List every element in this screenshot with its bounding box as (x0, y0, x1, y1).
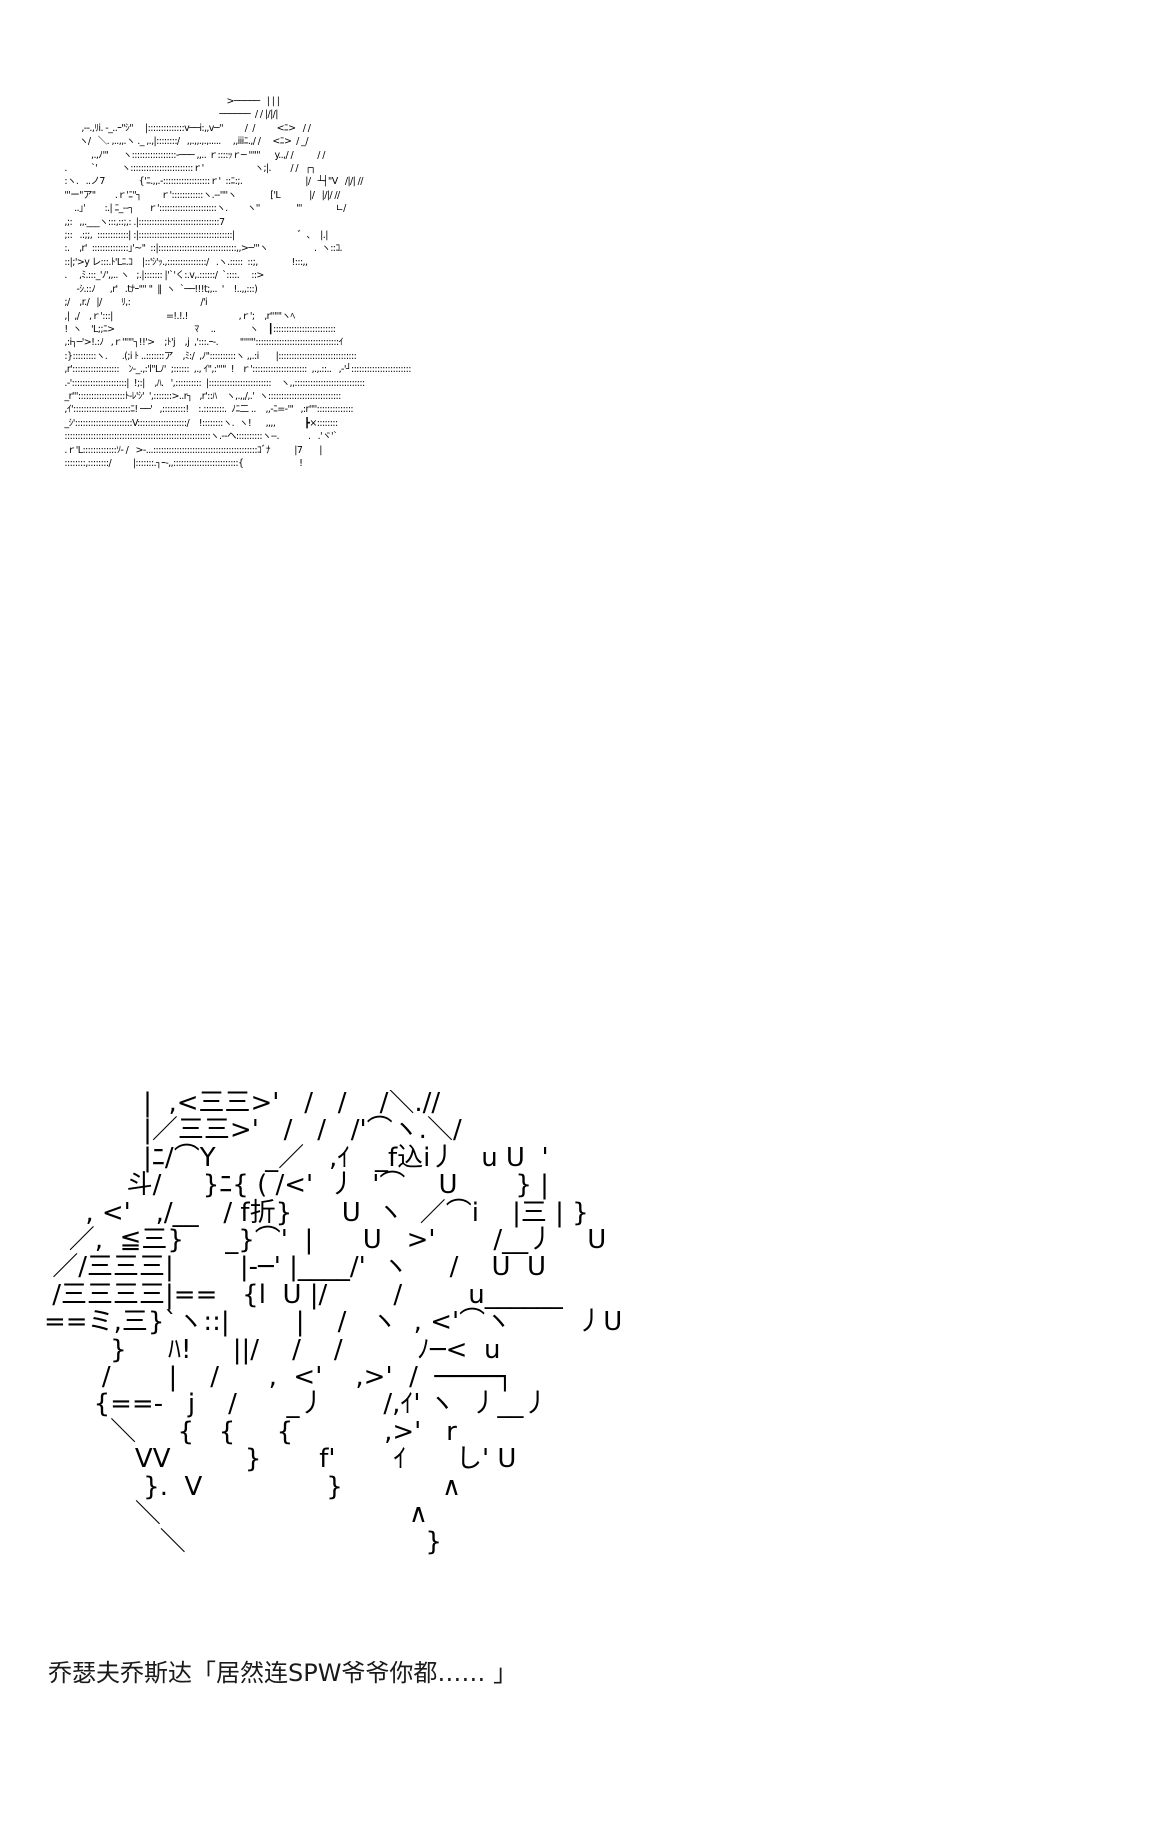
ascii-art-line: ────── / / |/|/| (62, 109, 278, 121)
ascii-art-line: -ｼ.::ﾉ ,r' .tﾅｰ"" " ‖ ヽ `──!!!t;,.. ' !.… (62, 283, 258, 295)
ascii-art-line: ;:: .:;;, ::::::::::::| :|::::::::::::::… (62, 230, 328, 242)
ascii-art-panel-bottom: | ,<三三>' / / /＼.// |／三三>' / / /'⌒ヽ.＼/ |ﾆ… (0, 1090, 1172, 1650)
ascii-art-line: ,r':::::::::::::::::: ﾝ-_.,:'l"Lﾉ' ;::::… (62, 364, 411, 376)
ascii-art-line: }. V } ∧ (44, 1471, 462, 1502)
ascii-art-line: ,| ,/ ,ｒ':::| =!.!.! ,ｒ'; ,r''""ヽﾍ (62, 310, 295, 322)
ascii-art-line: .ｒ'L:::::::::::::ｿ- / >-...:::::::::::::… (62, 444, 322, 456)
ascii-art-line: / | / , <' ,>' / ────┐ (44, 1362, 513, 1393)
ascii-art-line: ::|;'>y レ:::.ﾄ'Lﾆ.ｺ |::'ｼ'ｯ.,:::::::::::… (62, 256, 308, 268)
ascii-art-line: |／三三>' / / /'⌒ヽ.＼/ (44, 1115, 462, 1146)
ascii-art-line: } ﾊ! ||/ / / ﾉ─< u (44, 1334, 501, 1365)
ascii-art-line: _ｼ'::::::::::::::::::::::V::::::::::::::… (62, 417, 338, 429)
ascii-art-line: ,.,ﾉ'" ヽ:::::::::::::::::‐─── ,,.. ｒ::::… (62, 149, 325, 161)
ascii-art-line: "'ー"ア" .ｒ'ﾆ"┐ ｒ'::::::::::::ヽ.-‐'"'ヽ ['L… (62, 189, 340, 201)
ascii-art-line: ;/ ,r./ |/ ﾘ,: /'i (62, 297, 207, 309)
ascii-art-line: | ,<三三>' / / /＼.// (44, 1090, 441, 1118)
ascii-art-line: ,:i┐─'>!.:ﾉ ,ｒ'""'┐!!'> ;ﾄ'j ,j ,':::.ｰ‐… (62, 337, 343, 349)
ascii-art-line: , <' ,/__ / f折} U ヽ ／⌒i |三 | } (44, 1197, 589, 1228)
ascii-art-line: :. ,r' ::::::::::::::｣'~" ::|:::::::::::… (62, 243, 342, 255)
ascii-art-line: ! ヽ 'L;;ﾆ> ﾏ .. ヽ ┃:::::::::::::::::::::… (62, 323, 336, 335)
ascii-art-line: ＼ { { { ,>' r (44, 1416, 457, 1447)
ascii-art-line: ::::::::::::::::::::::::::::::::::::::::… (62, 431, 338, 443)
ascii-art-line: >───── | | | (62, 96, 280, 107)
ascii-art-line: ,-‐.,ﾘi. -_..ｰ"ｼ" |::::::::::::::v──i:,,… (62, 122, 311, 134)
ascii-art-line: /三三三三|== {l U |/ / u______ (44, 1279, 563, 1310)
ascii-art-line: . `' ヽ::::::::::::::::::::::::ｒ' ヽ;|. / … (62, 163, 316, 175)
ascii-art-line: :}:::::::::ヽ. .(;i ﾄ ..:::::::ア ,ﾐ:/ ,ﾉ"… (62, 350, 357, 362)
ascii-art-line: ヽ/ ＼. ,..,,.ヽ ._ ,.,|::::::::/ ,,.,,.,.,… (62, 136, 309, 148)
ascii-art-line: .‐':::::::::::::::::::::| !;:| ,ﾊ. ',:::… (62, 377, 365, 389)
ascii-art-line: . ,ﾐ.:::_'ﾉ',,.. ヽ ;.|::::::: |'`'く:.v,.… (62, 270, 264, 282)
ascii-art-line: {==- j / _丿 /,ｲ' ヽ 丿__丿 (44, 1389, 550, 1420)
ascii-art-line: ／/三三三| |-─' |____/' ヽ / U U (44, 1252, 547, 1283)
dialogue-caption: 乔瑟夫乔斯达「居然连SPW爷爷你都…… 」 (48, 1659, 518, 1687)
ascii-art-line: ,ｲ'::::::::::::::::::::::ﾆ! ──' ,:::::::… (62, 404, 354, 416)
ascii-art-line: ＼ } (44, 1526, 442, 1557)
ascii-art-bottom: | ,<三三>' / / /＼.// |／三三>' / / /'⌒ヽ.＼/ |ﾆ… (44, 1090, 622, 1556)
ascii-art-line: |ﾆ/⌒Y _／ ,ｲ _f込i丿 u U ' (44, 1142, 549, 1173)
ascii-art-panel-top: >───── | | | ────── / / |/|/| ,-‐.,ﾘi. -… (0, 95, 1172, 775)
ascii-art-line: ,;: ,,.___ヽ:::,::;,: .|:::::::::::::::::… (62, 216, 225, 228)
ascii-art-line: VV } f' ｲ し' U (44, 1444, 517, 1475)
ascii-art-line: ＼ ∧ (44, 1499, 428, 1530)
ascii-art-line: ::::::::,::::::::/ |:::::::.┐ｰ-,,:::::::… (62, 457, 303, 469)
ascii-art-line: :ヽ. ..ノ7 {'ﾆ.,,.-::::::::::::::::::ｒ' ::… (62, 176, 363, 188)
ascii-art-top: >───── | | | ────── / / |/|/| ,-‐.,ﾘi. -… (62, 95, 411, 470)
ascii-art-line: ..｣' :.| ﾆ_-‐┐ ｒ'::::::::::::::::::::::ヽ… (62, 203, 346, 215)
ascii-art-line: ／, ≦三} _}⌒' | U >' /__丿 U (44, 1225, 607, 1256)
ascii-art-line: 斗/ }ﾆ{ ( /<' 丿 '⌒ U } | (44, 1170, 549, 1201)
ascii-art-line: ==ミ,三}`ヽ::| | / ヽ , <'⌒ヽ 丿U (44, 1307, 623, 1338)
ascii-art-line: _r'''::::::::::::::::::ﾄ-ﾚ'ｼ' ',:::::::>… (62, 390, 341, 402)
